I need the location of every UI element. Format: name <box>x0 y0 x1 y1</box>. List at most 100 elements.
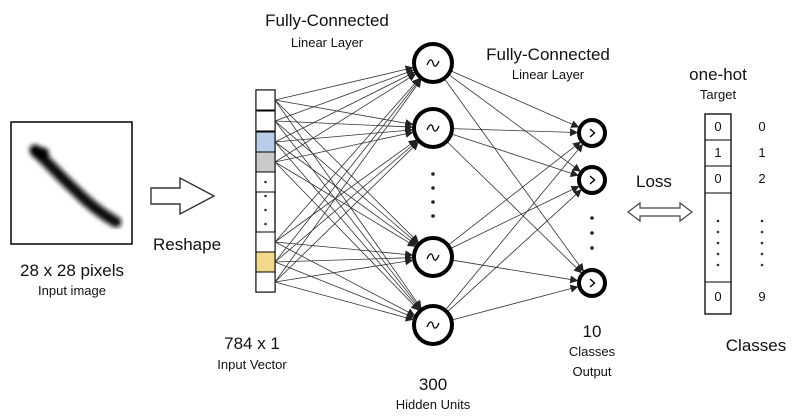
connection-edge <box>274 257 414 283</box>
reshape-arrow <box>150 176 216 216</box>
output-circle <box>577 118 607 148</box>
output-node <box>577 165 607 195</box>
hidden-unit-node <box>412 304 454 346</box>
target-value: 0 <box>714 119 722 134</box>
output-layer <box>577 118 607 298</box>
layer2-title: Fully-Connected <box>486 45 610 64</box>
chevron-right-icon <box>589 175 596 185</box>
connection-edge <box>450 70 580 128</box>
target-title: one-hot <box>689 65 747 84</box>
input-size-label: 28 x 28 pixels <box>20 261 124 280</box>
connection-edge <box>274 261 415 319</box>
vector-cell <box>255 131 276 153</box>
output-circle <box>577 268 607 298</box>
connection-edge <box>444 143 584 311</box>
target-subtitle: Target <box>699 87 737 102</box>
connection-edge <box>274 141 417 246</box>
connection-edge <box>451 259 579 284</box>
layer2-subtitle: Linear Layer <box>511 67 585 82</box>
loss-double-arrow <box>627 201 693 223</box>
tilde-icon <box>426 253 440 261</box>
class-index: 1 <box>758 145 766 160</box>
connection-edge <box>274 78 421 263</box>
connection-edge <box>449 185 580 250</box>
layer2-connections <box>443 70 584 321</box>
chevron-right-icon <box>589 128 596 138</box>
chevron-right-icon <box>589 278 596 288</box>
connection-edge <box>274 241 414 259</box>
vector-cell <box>255 151 276 173</box>
hidden-unit-node <box>412 236 454 278</box>
vector-cell <box>255 89 276 111</box>
input-vector <box>255 89 276 293</box>
class-index: 0 <box>758 119 766 134</box>
hidden-unit-node <box>412 42 454 84</box>
connection-edge <box>274 139 417 243</box>
connection-edge <box>274 99 419 243</box>
connection-edge <box>274 141 420 310</box>
tilde-icon <box>426 124 440 132</box>
hidden-layer <box>412 42 454 346</box>
tilde-icon <box>426 59 440 67</box>
input-image-caption: Input image <box>38 283 106 298</box>
hidden-ellipsis <box>431 172 435 218</box>
connection-edge <box>446 140 582 274</box>
class-index-ellipsis <box>760 219 764 267</box>
hidden-caption: Hidden Units <box>395 397 471 412</box>
vector-cell <box>255 251 276 273</box>
connection-edge <box>450 133 579 177</box>
output-caption-line2: Output <box>572 364 612 379</box>
connection-edge <box>274 65 414 101</box>
connection-edge <box>274 161 420 311</box>
vector-dot <box>264 222 267 226</box>
connection-edge <box>448 73 581 172</box>
connection-edge <box>274 120 414 131</box>
connection-edge <box>447 141 581 246</box>
connection-edge <box>274 79 422 283</box>
input-vector-caption: Input Vector <box>217 357 287 372</box>
loss-label: Loss <box>636 172 672 191</box>
connection-edge <box>274 68 415 122</box>
class-index: 2 <box>758 171 766 186</box>
connection-edge <box>274 129 414 163</box>
connection-edge <box>274 161 416 247</box>
connection-edge <box>274 99 422 309</box>
layer1-connections <box>274 65 422 322</box>
vector-cell <box>255 110 276 132</box>
connection-edge <box>451 128 579 137</box>
hidden-unit-node <box>412 107 454 149</box>
connection-edge <box>274 281 414 322</box>
vector-dot <box>264 180 267 184</box>
output-node <box>577 268 607 298</box>
tilde-icon <box>426 321 440 329</box>
target-value: 0 <box>714 171 722 186</box>
connection-edge <box>274 253 414 263</box>
vector-cell <box>255 271 276 293</box>
output-ellipsis <box>590 216 594 250</box>
connection-edge <box>274 71 416 143</box>
hidden-count: 300 <box>418 375 448 394</box>
connection-edge <box>274 126 414 143</box>
class-index: 9 <box>758 289 766 304</box>
vector-dot <box>264 208 267 212</box>
output-node <box>577 118 607 148</box>
vector-cell <box>255 231 276 253</box>
input-vector-size: 784 x 1 <box>224 334 280 353</box>
connection-edge <box>274 120 418 244</box>
input-image <box>10 121 133 245</box>
target-vector <box>704 113 764 315</box>
output-circle <box>577 165 607 195</box>
connection-edge <box>274 99 414 128</box>
target-value: 0 <box>714 289 722 304</box>
classes-label: Classes <box>725 336 787 355</box>
connection-edge <box>274 140 418 263</box>
target-value: 1 <box>714 145 722 160</box>
connection-edge <box>274 141 419 283</box>
target-ellipsis <box>716 219 720 267</box>
connection-edge <box>274 120 421 310</box>
connection-edge <box>446 189 582 313</box>
layer1-subtitle: Linear Layer <box>290 35 364 50</box>
connection-edge <box>443 78 584 272</box>
connection-edge <box>451 284 579 321</box>
